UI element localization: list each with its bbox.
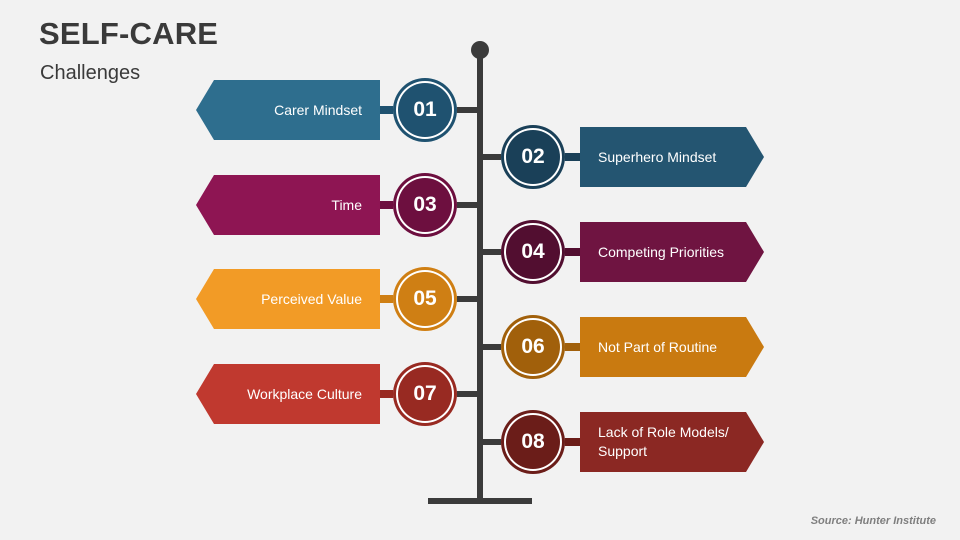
item-connector	[481, 249, 505, 255]
number-badge-04: 04	[501, 220, 565, 284]
badge-number: 06	[506, 320, 560, 374]
challenge-arrow-04: Competing Priorities	[580, 222, 764, 282]
challenge-arrow-06: Not Part of Routine	[580, 317, 764, 377]
badge-number: 02	[506, 130, 560, 184]
badge-number: 03	[398, 178, 452, 232]
pole-top-knob	[471, 41, 489, 59]
badge-number: 05	[398, 272, 452, 326]
number-badge-01: 01	[393, 78, 457, 142]
challenge-label: Carer Mindset	[274, 101, 362, 118]
arrow-circle-tab	[564, 343, 580, 351]
arrow-circle-tab	[380, 295, 396, 303]
item-connector	[481, 344, 505, 350]
badge-number: 04	[506, 225, 560, 279]
item-connector	[455, 107, 479, 113]
source-note: Source: Hunter Institute	[810, 515, 936, 527]
challenge-arrow-01: Carer Mindset	[196, 80, 380, 140]
arrow-circle-tab	[564, 248, 580, 256]
challenge-arrow-05: Perceived Value	[196, 269, 380, 329]
challenge-label: Lack of Role Models/ Support	[598, 424, 729, 459]
timeline-pole	[477, 54, 483, 500]
arrow-circle-tab	[380, 201, 396, 209]
page-subtitle: Challenges	[40, 62, 141, 84]
number-badge-03: 03	[393, 173, 457, 237]
arrow-circle-tab	[564, 153, 580, 161]
arrow-circle-tab	[380, 390, 396, 398]
challenge-arrow-08: Lack of Role Models/ Support	[580, 412, 764, 472]
item-connector	[481, 439, 505, 445]
number-badge-06: 06	[501, 315, 565, 379]
number-badge-02: 02	[501, 125, 565, 189]
item-connector	[481, 154, 505, 160]
number-badge-07: 07	[393, 362, 457, 426]
timeline-base	[428, 498, 532, 504]
badge-number: 01	[398, 83, 452, 137]
item-connector	[455, 202, 479, 208]
challenge-arrow-02: Superhero Mindset	[580, 127, 764, 187]
item-connector	[455, 296, 479, 302]
arrow-circle-tab	[380, 106, 396, 114]
challenge-label: Competing Priorities	[598, 243, 725, 260]
challenge-arrow-03: Time	[196, 175, 380, 235]
challenge-label: Not Part of Routine	[598, 338, 718, 355]
badge-number: 07	[398, 367, 452, 421]
badge-number: 08	[506, 415, 560, 469]
challenge-arrow-07: Workplace Culture	[196, 364, 380, 424]
page-title: SELF-CARE	[39, 16, 219, 51]
number-badge-05: 05	[393, 267, 457, 331]
challenge-label: Workplace Culture	[247, 385, 362, 402]
challenge-label: Perceived Value	[261, 290, 362, 307]
number-badge-08: 08	[501, 410, 565, 474]
challenge-label: Superhero Mindset	[598, 148, 717, 165]
arrow-circle-tab	[564, 438, 580, 446]
challenge-label: Time	[331, 196, 362, 213]
item-connector	[455, 391, 479, 397]
